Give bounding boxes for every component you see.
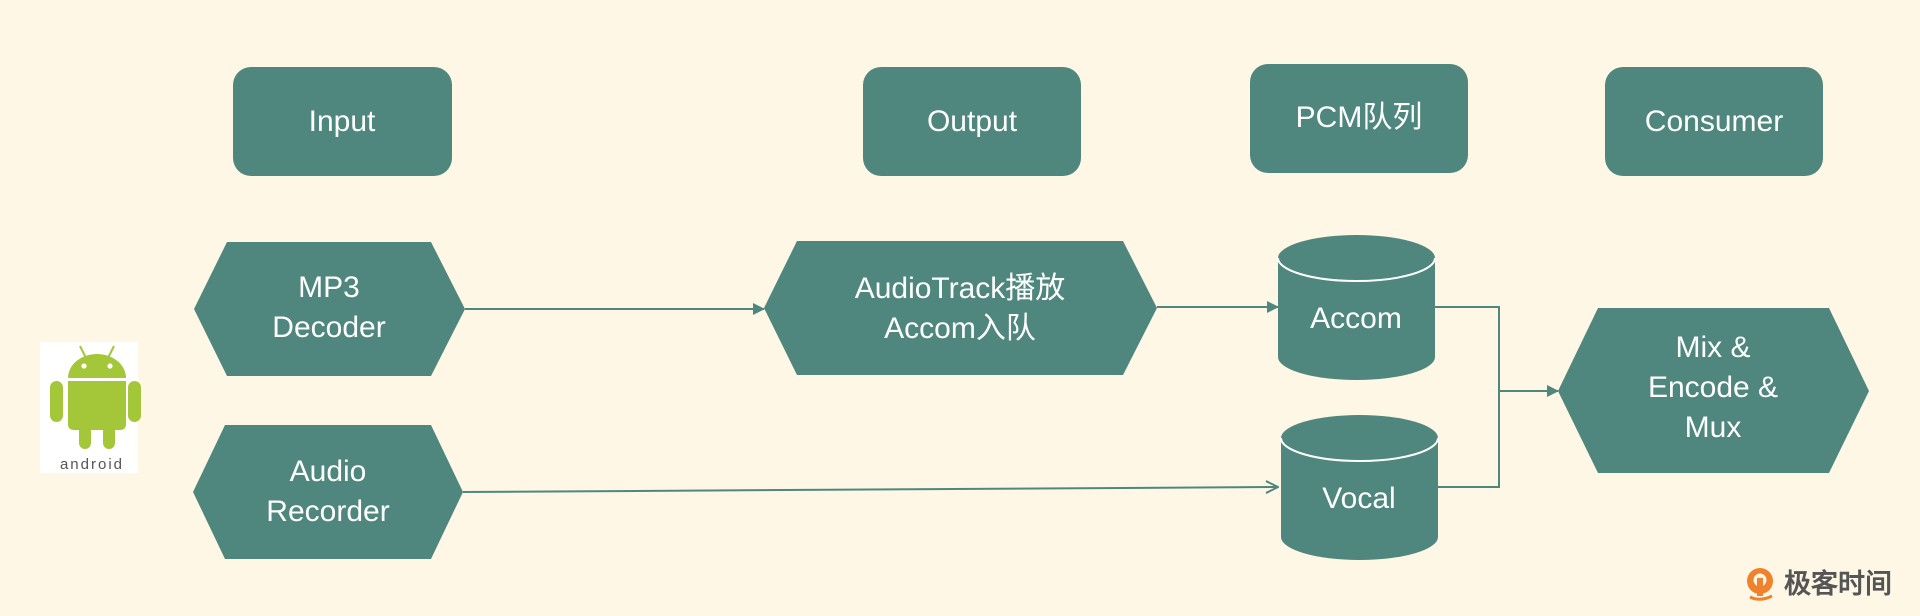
header-consumer: Consumer xyxy=(1605,67,1823,176)
mp3-decoder-label-line1: MP3 xyxy=(298,271,360,304)
header-input: Input xyxy=(233,67,452,176)
audiotrack-shape xyxy=(764,241,1157,375)
header-pcm-queue: PCM队列 xyxy=(1250,64,1468,173)
geektime-logo-icon xyxy=(1747,568,1773,601)
audiotrack-label-line2: Accom入队 xyxy=(884,312,1036,345)
vocal-cylinder-rim xyxy=(1280,437,1439,462)
mp3-decoder-label-line2: Decoder xyxy=(272,311,385,344)
accom-cylinder-rim xyxy=(1277,257,1436,282)
header-consumer-label: Consumer xyxy=(1645,105,1783,138)
android-wordmark: android xyxy=(60,456,124,473)
node-mix-encode-mux: Mix & Encode & Mux xyxy=(1558,308,1869,473)
node-vocal-queue: Vocal xyxy=(1280,415,1439,560)
header-input-label: Input xyxy=(309,105,376,138)
vocal-cylinder-shape xyxy=(1281,415,1438,560)
brand-logo-text: 极客时间 xyxy=(1784,568,1892,599)
node-audio-recorder: Audio Recorder xyxy=(193,425,463,559)
header-output: Output xyxy=(863,67,1081,176)
mix-label-line2: Encode & xyxy=(1648,371,1778,404)
mix-encode-mux-shape xyxy=(1558,308,1869,473)
mp3-decoder-shape xyxy=(194,242,465,376)
mix-label-line3: Mux xyxy=(1685,411,1742,444)
edge-queues-merge xyxy=(1435,306,1500,488)
audio-recorder-label-line2: Recorder xyxy=(266,495,389,528)
header-pcm-queue-label: PCM队列 xyxy=(1296,101,1423,134)
header-input-box xyxy=(233,67,452,176)
node-accom-queue: Accom xyxy=(1277,235,1436,381)
header-pcm-queue-box xyxy=(1250,64,1468,173)
android-robot-icon xyxy=(50,345,141,449)
vocal-queue-label: Vocal xyxy=(1322,482,1395,515)
edge-recorder-to-vocal xyxy=(462,487,1278,492)
mix-label-line1: Mix & xyxy=(1676,331,1751,364)
android-logo: android xyxy=(40,342,141,473)
accom-cylinder-shape xyxy=(1278,235,1435,381)
header-output-label: Output xyxy=(927,105,1018,138)
accom-queue-label: Accom xyxy=(1310,302,1402,335)
audio-recorder-shape xyxy=(193,425,463,559)
audio-recorder-label-line1: Audio xyxy=(290,455,367,488)
header-output-box xyxy=(863,67,1081,176)
brand-logo: 极客时间 xyxy=(1747,568,1892,601)
node-mp3-decoder: MP3 Decoder xyxy=(194,242,465,376)
header-consumer-box xyxy=(1605,67,1823,176)
audiotrack-label-line1: AudioTrack播放 xyxy=(855,272,1066,305)
node-audiotrack: AudioTrack播放 Accom入队 xyxy=(764,241,1157,375)
